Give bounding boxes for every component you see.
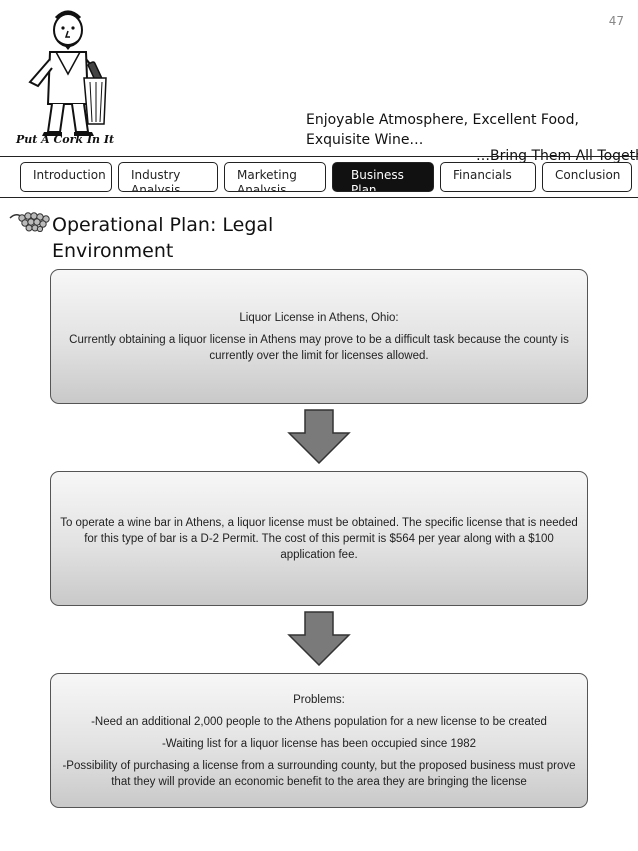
down-arrow-icon (287, 611, 351, 666)
tab-marketing-analysis[interactable]: Marketing Analysis (224, 162, 326, 192)
waiter-logo-icon (28, 10, 107, 136)
page-number: 47 (608, 14, 624, 28)
section-tabs: Introduction Industry Analysis Marketing… (0, 162, 638, 192)
logo-caption: Put A Cork In It (16, 133, 115, 146)
problem-item: -Need an additional 2,000 people to the … (91, 715, 547, 728)
box-text: Currently obtaining a liquor license in … (69, 333, 569, 362)
box-heading: Problems: (293, 693, 345, 706)
tab-label: Industry Analysis (131, 168, 181, 192)
tab-label: Introduction (33, 168, 106, 182)
tab-industry-analysis[interactable]: Industry Analysis (118, 162, 218, 192)
header-divider-bottom (0, 197, 638, 198)
grapes-icon (9, 212, 50, 232)
down-arrow-icon (287, 409, 351, 464)
problems-box: Problems: -Need an additional 2,000 peop… (50, 673, 588, 808)
liquor-license-box: Liquor License in Athens, Ohio: Currentl… (50, 269, 588, 404)
tab-conclusion[interactable]: Conclusion (542, 162, 632, 192)
tab-business-plan[interactable]: Business Plan (332, 162, 434, 192)
box-text: To operate a wine bar in Athens, a liquo… (60, 516, 578, 561)
header-divider-top (0, 156, 638, 157)
problem-item: -Waiting list for a liquor license has b… (161, 737, 477, 750)
tab-label: Marketing Analysis (237, 168, 297, 192)
tab-financials[interactable]: Financials (440, 162, 536, 192)
tagline: Enjoyable Atmosphere, Excellent Food, Ex… (306, 112, 579, 148)
problem-item: -Possibility of purchasing a license fro… (62, 759, 576, 788)
permit-requirements-box: To operate a wine bar in Athens, a liquo… (50, 471, 588, 606)
tab-label: Conclusion (555, 168, 621, 182)
section-title: Operational Plan: Legal Environment (52, 214, 274, 262)
tab-label: Financials (453, 168, 512, 182)
tab-introduction[interactable]: Introduction (20, 162, 112, 192)
box-heading: Liquor License in Athens, Ohio: (239, 311, 399, 324)
tab-label: Business Plan (351, 168, 404, 192)
